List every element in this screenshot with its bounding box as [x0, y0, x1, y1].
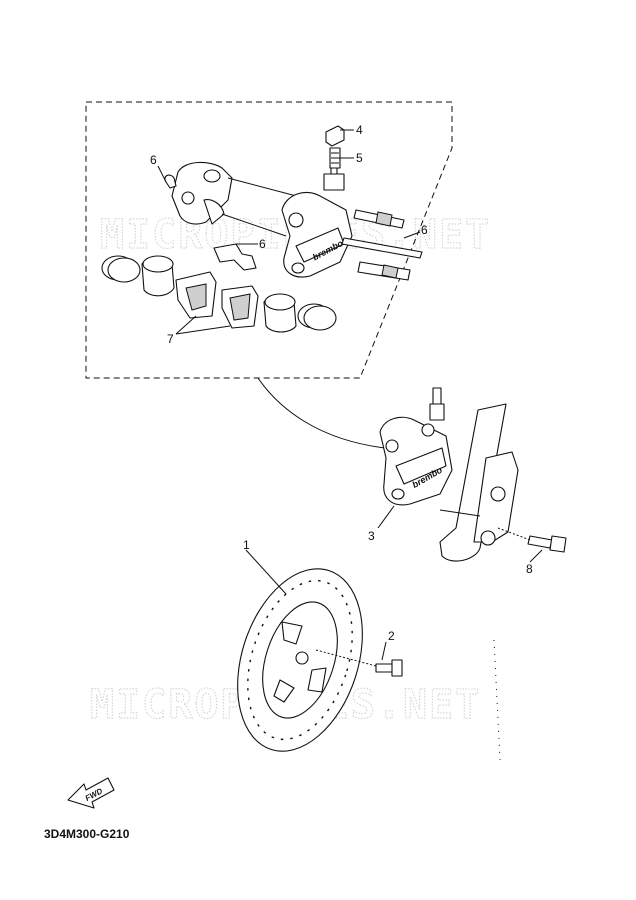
pad-clip-small: [164, 174, 177, 189]
piston-left: [141, 255, 175, 297]
piston-seal-left: [101, 255, 141, 283]
kit-connector-curve: [257, 377, 386, 449]
disc-bolt: [375, 659, 403, 677]
caliper-assembly: brembo: [379, 387, 453, 506]
callout-6-pin: 6: [421, 223, 428, 237]
brake-pad-right: [221, 285, 259, 329]
brake-pad-left: [175, 271, 217, 319]
caliper-bracket: [171, 161, 305, 237]
front-fork: [439, 403, 519, 562]
caliper-body-exploded: brembo: [281, 157, 353, 278]
kit-boundary: [85, 101, 453, 379]
callout-4: 4: [356, 123, 363, 137]
fwd-arrow: FWD: [67, 777, 115, 809]
callout-7: 7: [167, 332, 174, 346]
bleeder-cap: [325, 125, 345, 147]
callout-6-clip: 6: [150, 153, 157, 167]
callout-5: 5: [356, 151, 363, 165]
caliper-bolt-lower: [357, 261, 411, 281]
caliper-mount-bolt: [527, 535, 567, 553]
pad-spring: [213, 243, 257, 271]
slide-pin: [341, 237, 423, 259]
brake-disc: [237, 568, 363, 752]
callout-2: 2: [388, 629, 395, 643]
caliper-bolt-upper: [353, 209, 405, 229]
callout-6-spring: 6: [259, 237, 266, 251]
piston-seal-right: [297, 303, 337, 331]
callout-3: 3: [368, 529, 375, 543]
diagram-code: 3D4M300-G210: [44, 827, 130, 841]
callout-1: 1: [243, 538, 250, 552]
callout-8: 8: [526, 562, 533, 576]
piston-right: [263, 293, 297, 333]
